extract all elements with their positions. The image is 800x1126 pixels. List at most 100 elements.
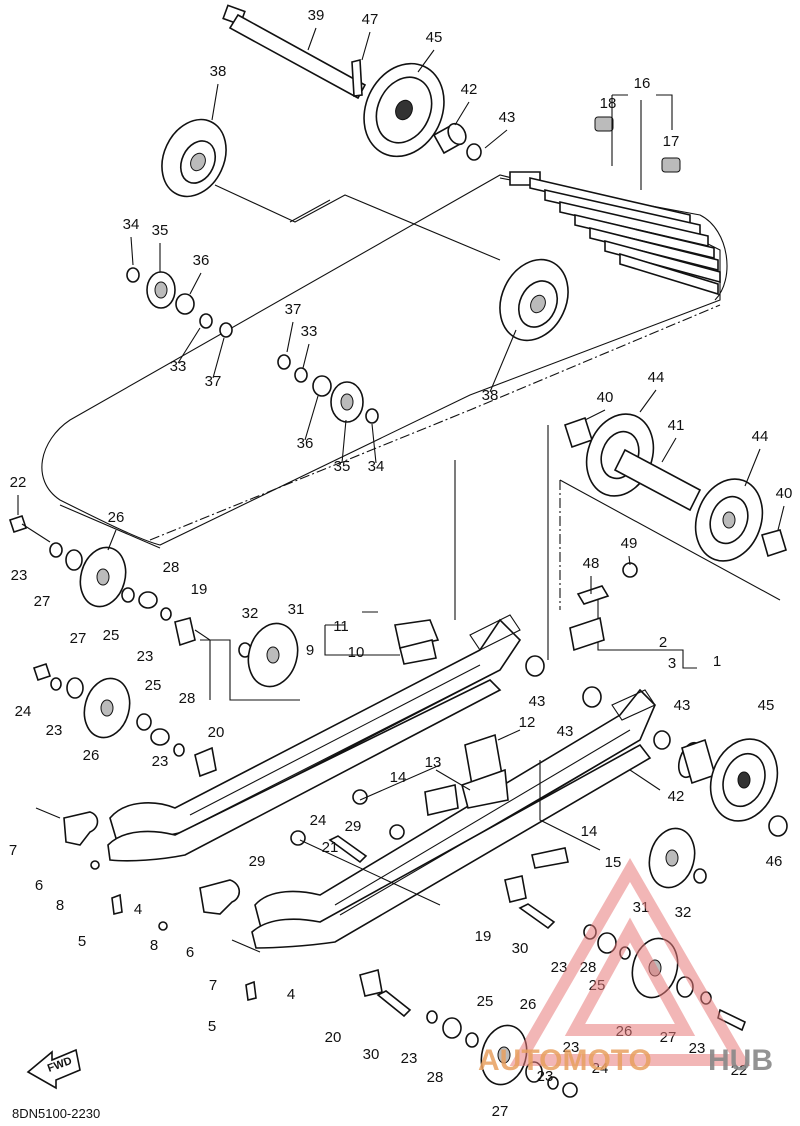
callout-4: 4: [287, 986, 295, 1003]
callout-24: 24: [15, 703, 32, 720]
callout-35: 35: [334, 458, 351, 475]
callout-21: 21: [322, 839, 339, 856]
callout-28: 28: [163, 559, 180, 576]
track-cleats: [509, 171, 721, 296]
callout-45: 45: [758, 697, 775, 714]
callout-23: 23: [689, 1040, 706, 1057]
callout-14: 14: [581, 823, 598, 840]
wheel-31-lower: [648, 827, 707, 889]
callout-27: 27: [34, 593, 51, 610]
callout-43: 43: [674, 697, 691, 714]
callout-2: 2: [659, 634, 667, 651]
callout-31: 31: [288, 601, 305, 618]
callout-42: 42: [461, 81, 478, 98]
callout-14: 14: [390, 769, 407, 786]
callout-18: 18: [600, 95, 617, 112]
callout-32: 32: [675, 904, 692, 921]
bracket-set-1-2-3: [569, 562, 697, 669]
idler-assembly-upper-left: [8, 514, 172, 621]
callout-12: 12: [519, 714, 536, 731]
track-belt: [41, 174, 728, 549]
callout-37: 37: [285, 301, 302, 318]
callout-1: 1: [713, 653, 721, 670]
callout-27: 27: [492, 1103, 509, 1120]
callout-40: 40: [776, 485, 793, 502]
callout-7: 7: [9, 842, 17, 859]
callout-19: 19: [475, 928, 492, 945]
callout-13: 13: [425, 754, 442, 771]
callout-23: 23: [11, 567, 28, 584]
callout-4: 4: [134, 901, 142, 918]
callout-44: 44: [752, 428, 769, 445]
callout-49: 49: [621, 535, 638, 552]
callout-8: 8: [56, 897, 64, 914]
callout-32: 32: [242, 605, 259, 622]
slide-rail-right: [251, 688, 656, 949]
wheel-38-mid: [499, 258, 569, 342]
wheel-45-top: [363, 62, 445, 158]
bearing-cluster-mid: [277, 354, 379, 424]
callout-36: 36: [297, 435, 314, 452]
idler-assembly-mid-left: [32, 662, 185, 757]
callout-34: 34: [123, 216, 140, 233]
callout-43: 43: [529, 693, 546, 710]
watermark-logo: AUTOMOTO HUB: [478, 858, 773, 1077]
callout-33: 33: [301, 323, 318, 340]
callout-6: 6: [186, 944, 194, 961]
callout-29: 29: [249, 853, 266, 870]
callout-17: 17: [663, 133, 680, 150]
callout-28: 28: [580, 959, 597, 976]
brackets-19-20: [174, 617, 217, 778]
callout-9: 9: [306, 642, 314, 659]
callout-11: 11: [333, 618, 349, 635]
callout-42: 42: [668, 788, 685, 805]
callout-34: 34: [368, 458, 385, 475]
callout-20: 20: [208, 724, 225, 741]
callout-23: 23: [137, 648, 154, 665]
callout-20: 20: [325, 1029, 342, 1046]
callout-25: 25: [145, 677, 162, 694]
callout-3: 3: [668, 655, 676, 672]
callout-23: 23: [563, 1039, 580, 1056]
callout-44: 44: [648, 369, 665, 386]
callout-19: 19: [191, 581, 208, 598]
callout-45: 45: [426, 29, 443, 46]
reference-lines: [200, 199, 661, 906]
callout-38: 38: [210, 63, 227, 80]
slide-rail-left: [107, 614, 522, 862]
spacer-42-top: [432, 122, 482, 161]
callout-22: 22: [731, 1062, 748, 1079]
watermark-part2: HUB: [708, 1044, 773, 1077]
callout-23: 23: [537, 1068, 554, 1085]
callout-26: 26: [520, 996, 537, 1013]
callout-15: 15: [605, 854, 622, 871]
callout-26: 26: [83, 747, 100, 764]
callout-48: 48: [583, 555, 600, 572]
callout-10: 10: [348, 644, 365, 661]
callout-25: 25: [477, 993, 494, 1010]
callout-23: 23: [401, 1050, 418, 1067]
fwd-arrow-icon: FWD: [26, 1048, 81, 1090]
callout-23: 23: [152, 753, 169, 770]
rear-axle-shaft: [222, 4, 367, 100]
callout-23: 23: [46, 722, 63, 739]
callout-43: 43: [557, 723, 574, 740]
callout-23: 23: [551, 959, 568, 976]
callout-35: 35: [152, 222, 169, 239]
rail-cap-upper: [35, 807, 123, 915]
callout-30: 30: [512, 940, 529, 957]
callout-22: 22: [10, 474, 27, 491]
watermark-part1: AUTOMOTO: [478, 1044, 652, 1077]
callout-7: 7: [209, 977, 217, 994]
callout-30: 30: [363, 1046, 380, 1063]
bolts-center: [290, 789, 405, 864]
rail-cap-lower: [158, 879, 261, 1001]
leader-lines: [17, 27, 785, 594]
bracket-19-30-lower: [504, 875, 556, 930]
callout-37: 37: [205, 373, 222, 390]
callout-33: 33: [170, 358, 187, 375]
wheel-45-right: [525, 655, 788, 837]
callout-46: 46: [766, 853, 783, 870]
diagram-code: 8DN5100-2230: [12, 1106, 100, 1121]
callout-40: 40: [597, 389, 614, 406]
